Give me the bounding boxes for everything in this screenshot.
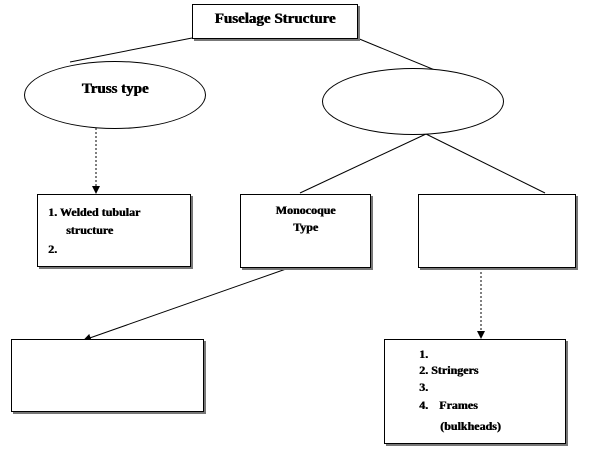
components-list-node: 1. 2. Stringers 3. 4. Frames (bulkheads) [384, 339, 566, 444]
components-list-item-4-continued: (bulkheads) [440, 418, 501, 434]
components-list-item-3-number: 3. [419, 380, 428, 394]
truss-list-item-1-text: Welded tubular [59, 205, 141, 219]
truss-list-item-1-number: 1. [48, 205, 57, 219]
monocoque-label-line1: Monocoque [275, 203, 336, 217]
truss-list-node: 1. Welded tubular structure 2. [37, 194, 191, 267]
empty-bottom-left-node [11, 339, 204, 412]
truss-list-item-1: 1. Welded tubular [48, 204, 140, 220]
monocoque-to-bottom-left-arrow [83, 268, 287, 342]
components-list-item-2: 2. Stringers [419, 362, 478, 378]
truss-list-item-1-continued-text: structure [66, 223, 114, 237]
root-to-truss-connector [69, 37, 193, 63]
truss-list-item-1-continued: structure [66, 222, 113, 238]
unlabeled-type-node [322, 68, 504, 135]
components-list-item-3: 3. [419, 379, 428, 395]
components-list-item-1: 1. [419, 346, 428, 362]
truss-type-label: Truss type [81, 81, 149, 97]
components-list-item-1-number: 1. [419, 347, 428, 361]
components-list-item-2-text: Stringers [431, 363, 479, 377]
monocoque-label-line2: Type [292, 220, 319, 234]
root-node: Fuselage Structure [192, 4, 358, 39]
truss-list-item-2: 2. [48, 241, 57, 257]
components-list-item-4-number: 4. [419, 398, 428, 412]
empty-right-node [418, 194, 576, 268]
components-list-item-2-number: 2. [419, 363, 428, 377]
unlabeled-to-right-box-connector [425, 133, 546, 194]
monocoque-label: Monocoque Type [241, 197, 370, 236]
root-label: Fuselage Structure [214, 11, 336, 27]
components-list-item-4-text: Frames [439, 398, 478, 412]
components-list-item-4-continued-text: (bulkheads) [440, 419, 501, 433]
truss-type-node: Truss type [24, 61, 206, 129]
truss-list-item-2-number: 2. [48, 242, 57, 256]
components-list-item-4: 4. Frames [419, 397, 478, 413]
unlabeled-to-monocoque-connector [299, 133, 427, 194]
monocoque-type-node: Monocoque Type [240, 194, 371, 268]
